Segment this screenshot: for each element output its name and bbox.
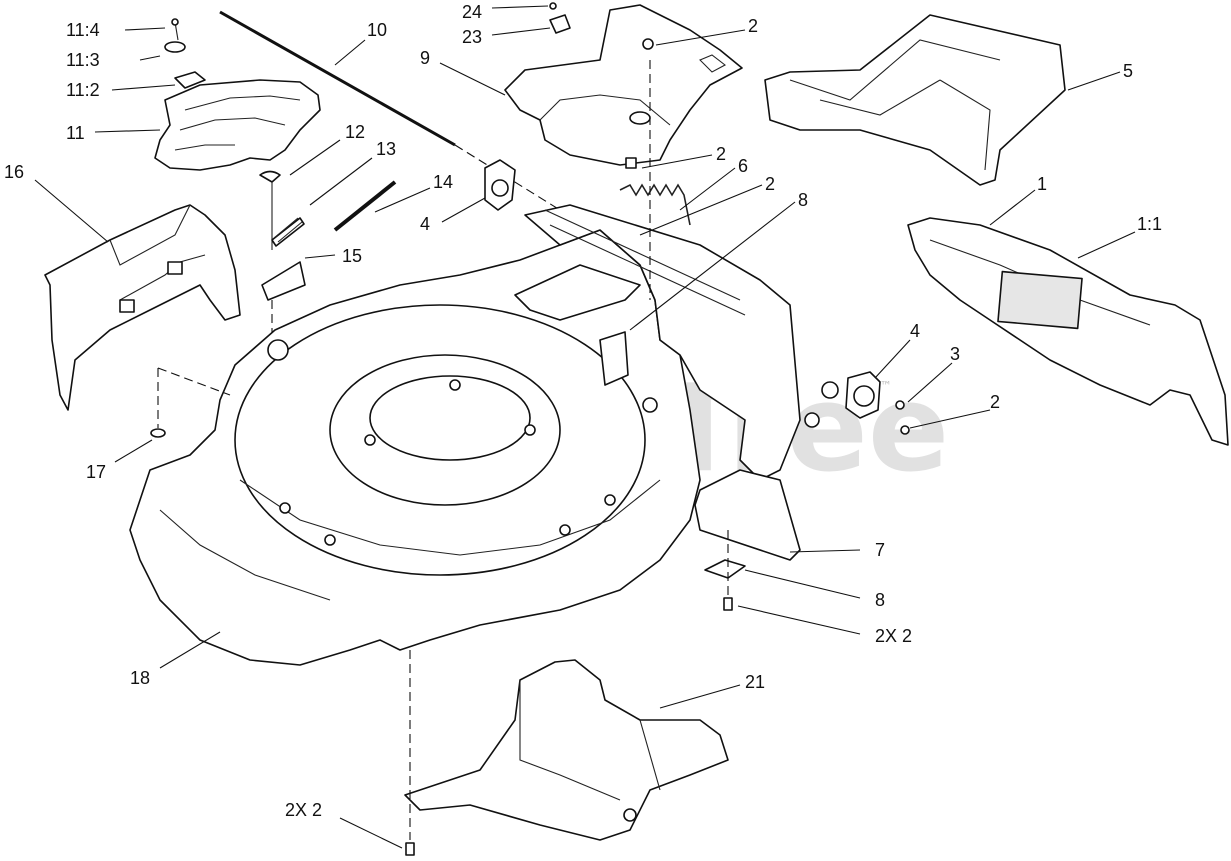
callout-11-2: 11:2: [66, 80, 100, 100]
part-11-cover: [154, 18, 321, 171]
callout-16: 16: [4, 162, 24, 182]
part-1-rear-guard: [907, 217, 1229, 446]
callout-2x2-bottom: 2X 2: [285, 800, 322, 820]
part-21-chute: [404, 659, 729, 841]
callout-23: 23: [462, 27, 482, 47]
part-5-rear-flap: [764, 14, 1066, 186]
callout-10: 10: [367, 20, 387, 40]
callout-5: 5: [1123, 61, 1133, 81]
callout-2-spring: 2: [716, 144, 726, 164]
callout-24: 24: [462, 2, 482, 22]
callout-2-right: 2: [990, 392, 1000, 412]
callout-11: 11: [66, 123, 85, 143]
part-4-left-bracket: [484, 159, 516, 211]
part-16-side-door: [44, 204, 241, 411]
callout-7: 7: [875, 540, 885, 560]
callout-8-bottom: 8: [875, 590, 885, 610]
part-18-mower-deck: [129, 229, 701, 666]
callout-14: 14: [433, 172, 453, 192]
callout-17: 17: [86, 462, 106, 482]
callout-8-top: 8: [798, 190, 808, 210]
callout-2x2-right: 2X 2: [875, 626, 912, 646]
callout-11-3: 11:3: [66, 50, 100, 70]
callout-3: 3: [950, 344, 960, 364]
callout-1-1: 1:1: [1137, 214, 1162, 234]
callout-9: 9: [420, 48, 430, 68]
callout-11-4: 11:4: [66, 20, 100, 40]
deck-rear-housing: [524, 204, 801, 481]
part-8-small-plate: [704, 559, 746, 611]
watermark-trademark: ™: [880, 379, 892, 393]
callout-21: 21: [745, 672, 765, 692]
callout-4-left: 4: [420, 214, 430, 234]
parts-23-24-clip: [549, 2, 571, 34]
callout-13: 13: [376, 139, 396, 159]
callout-2-top: 2: [748, 16, 758, 36]
leader-lines: [34, 5, 1136, 849]
callout-12: 12: [345, 122, 365, 142]
part-17-nut: [150, 367, 231, 438]
callout-4-right: 4: [910, 321, 920, 341]
part-6-spring: [619, 157, 691, 226]
bottom-bolt: [405, 650, 415, 856]
callout-18: 18: [130, 668, 150, 688]
callout-1: 1: [1037, 174, 1047, 194]
callout-2-mid: 2: [765, 174, 775, 194]
part-9-top-plate: [504, 4, 743, 166]
part-4-right-bracket: [804, 371, 910, 435]
parts-12-15-linkage: [259, 170, 397, 340]
callout-labels: 11:4 11:3 11:2 11 16 10 12 13 14 15 4 24…: [4, 2, 1162, 820]
callout-15: 15: [342, 246, 362, 266]
callout-6: 6: [738, 156, 748, 176]
part-7-plate: [694, 469, 801, 561]
